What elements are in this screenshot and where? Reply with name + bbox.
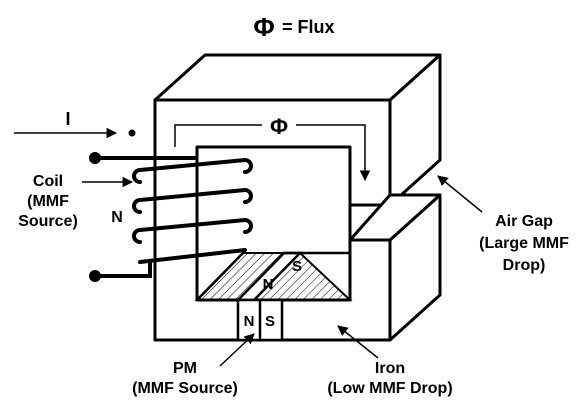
magnet-top-south: S <box>292 258 302 275</box>
pm-label-line1: PM <box>173 360 197 377</box>
coil-terminal-bottom <box>89 270 101 282</box>
coil-label-line3: Source) <box>18 213 78 230</box>
air-gap-pointer <box>437 175 483 213</box>
pm-label-line2: (MMF Source) <box>132 380 238 397</box>
air-gap-label-line2: (Large MMF <box>479 235 569 252</box>
air-gap-label-line1: Air Gap <box>495 213 553 230</box>
iron-label-line1: Iron <box>375 360 405 377</box>
core-flux-symbol: Φ <box>270 114 288 139</box>
magnet-top-north: N <box>263 276 274 293</box>
coil-terminal-top <box>89 152 101 164</box>
pm-pointer <box>219 333 255 367</box>
coil-pole-label: N <box>111 209 123 226</box>
polarity-dot <box>128 129 136 137</box>
coil-label-line1: Coil <box>33 173 63 190</box>
flux-symbol-bg <box>262 113 296 137</box>
magnet-front-south: S <box>265 313 275 330</box>
iron-pointer <box>337 325 379 359</box>
air-gap-pole-block <box>348 193 442 242</box>
coil-windings <box>93 156 253 278</box>
iron-core <box>153 53 442 342</box>
flux-legend-text: = Flux <box>282 17 335 37</box>
flux-legend: Φ = Flux <box>253 12 334 42</box>
flux-legend-symbol: Φ <box>253 12 274 42</box>
magnet-front-north: N <box>244 313 255 330</box>
iron-label-line2: (Low MMF Drop) <box>327 380 452 397</box>
coil-label-line2: (MMF <box>27 193 69 210</box>
current-label: I <box>65 109 70 129</box>
air-gap-label-line3: Drop) <box>503 257 546 274</box>
